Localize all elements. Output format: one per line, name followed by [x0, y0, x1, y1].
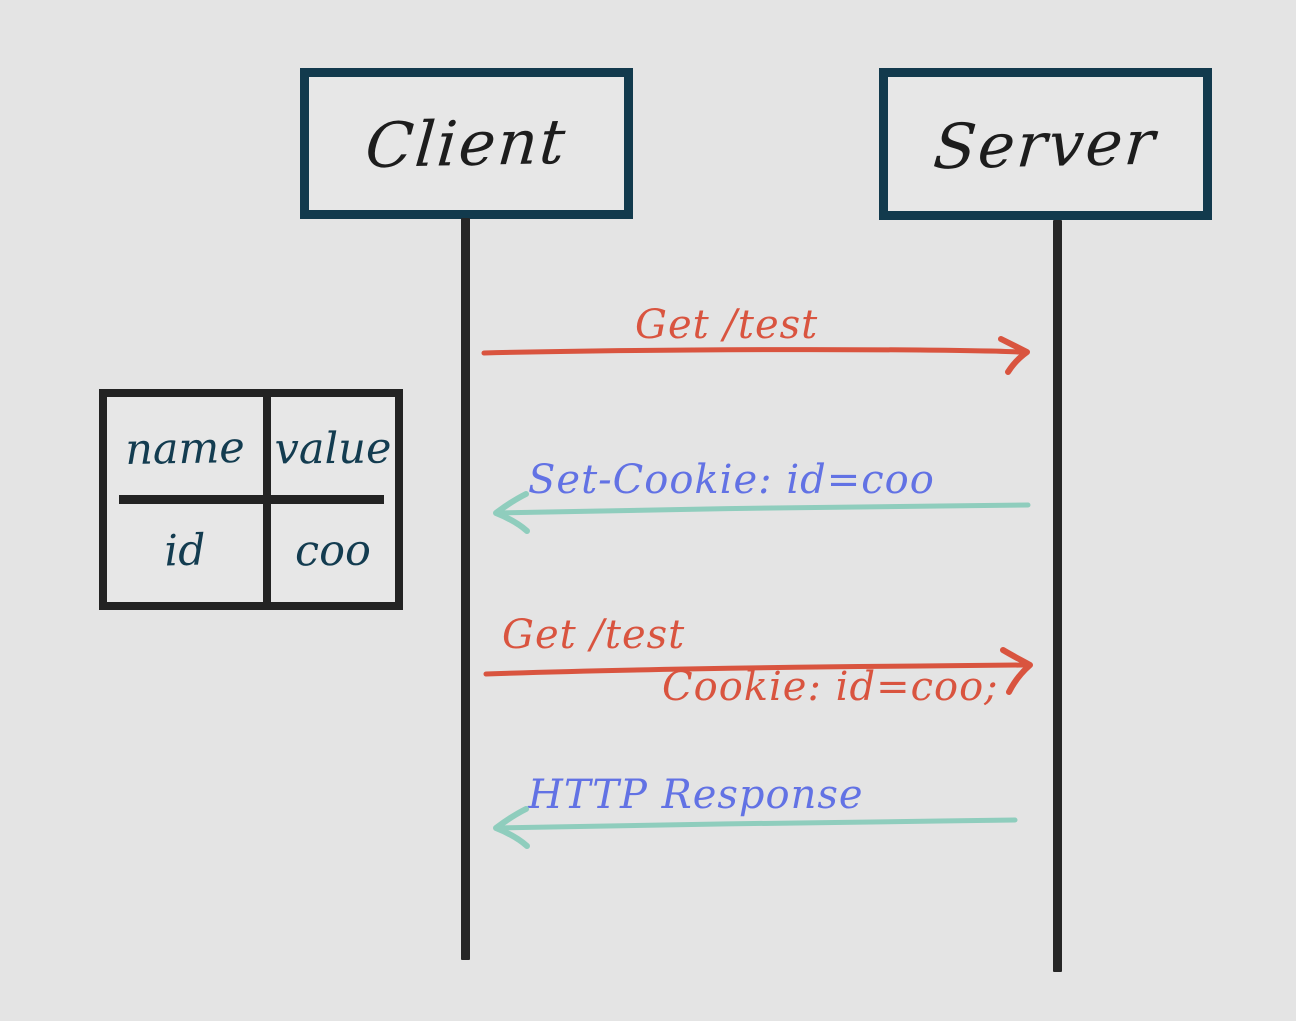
message-http-response[interactable]: HTTP Response	[480, 770, 1040, 860]
message-label-cookie-header: Cookie: id=coo;	[662, 664, 999, 710]
message-set-cookie[interactable]: Set-Cookie: id=coo	[480, 455, 1040, 545]
table-header-divider	[119, 495, 384, 504]
participant-label-client: Client	[362, 104, 571, 183]
table-cell-cookie-name: id	[163, 525, 207, 577]
participant-box-server[interactable]: Server	[879, 68, 1212, 220]
lifeline-client	[461, 218, 470, 960]
message-get-test-1[interactable]: Get /test	[480, 300, 1040, 390]
message-label-get-test-2: Get /test	[502, 612, 686, 658]
arrow-right-get-test-1	[481, 336, 1030, 375]
arrow-left-set-cookie	[493, 491, 1031, 534]
participant-box-client[interactable]: Client	[300, 68, 633, 219]
message-label-http-response: HTTP Response	[528, 772, 864, 818]
table-header-name: name	[124, 422, 246, 476]
arrow-right-get-test-2	[483, 647, 1033, 695]
table-header-value: value	[274, 423, 392, 475]
message-label-get-test-1: Get /test	[635, 302, 819, 348]
arrow-left-http-response	[493, 806, 1018, 849]
participant-label-server: Server	[931, 105, 1160, 183]
message-label-set-cookie: Set-Cookie: id=coo	[528, 457, 935, 503]
lifeline-server	[1053, 220, 1062, 972]
table-cell-cookie-value: coo	[294, 525, 372, 577]
cookie-store-table[interactable]: name value id coo	[99, 389, 403, 610]
message-get-test-2[interactable]: Get /test Cookie: id=coo;	[480, 612, 1040, 747]
